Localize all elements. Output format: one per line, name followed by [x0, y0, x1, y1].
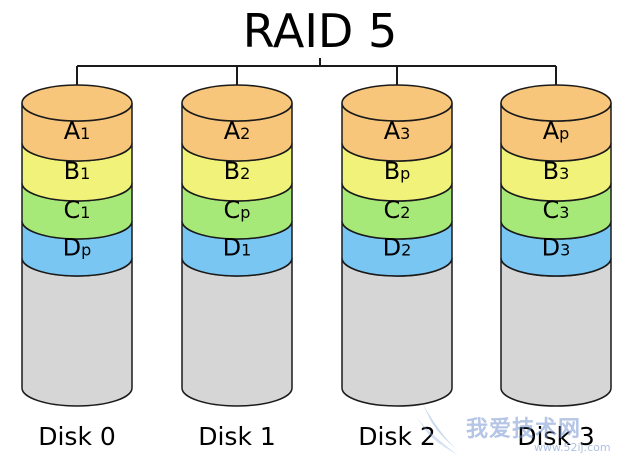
disk-label-0: Disk 0: [38, 422, 116, 451]
block-letter: B: [543, 157, 559, 185]
block-label-c3: C3: [543, 196, 570, 224]
block-letter: A: [224, 117, 241, 145]
block-label-d2: D2: [383, 234, 412, 262]
block-label-b3: B3: [543, 157, 570, 185]
block-letter: C: [543, 196, 560, 224]
disk-label-3: Disk 3: [517, 422, 595, 451]
disk-label-1: Disk 1: [198, 422, 276, 451]
disk-top-cap: [341, 84, 453, 122]
disk-empty-space: [341, 257, 453, 407]
block-index: 2: [240, 124, 250, 143]
block-letter: D: [383, 234, 401, 262]
block-letter: D: [542, 234, 560, 262]
block-index: 1: [80, 203, 90, 222]
diagram-title: RAID 5: [242, 4, 398, 58]
block-label-d1: D1: [223, 234, 252, 262]
block-letter: D: [63, 234, 81, 262]
block-index: 3: [559, 203, 569, 222]
block-index: p: [559, 124, 569, 143]
disk-top-cap: [181, 84, 293, 122]
block-letter: A: [543, 117, 560, 145]
block-index: 3: [560, 241, 570, 260]
block-index: p: [400, 164, 410, 183]
block-letter: C: [384, 196, 401, 224]
block-letter: C: [224, 196, 241, 224]
block-label-bp: Bp: [384, 157, 411, 185]
block-label-ap: Ap: [543, 117, 570, 145]
disk-top-cap: [21, 84, 133, 122]
block-index: 3: [400, 124, 410, 143]
block-letter: A: [384, 117, 401, 145]
block-letter: C: [64, 196, 81, 224]
block-label-b2: B2: [224, 157, 251, 185]
block-letter: B: [224, 157, 240, 185]
block-label-dp: Dp: [63, 234, 92, 262]
disk-empty-space: [181, 257, 293, 407]
block-index: p: [81, 241, 91, 260]
block-index: 1: [80, 164, 90, 183]
block-label-a1: A1: [64, 117, 91, 145]
block-letter: B: [384, 157, 400, 185]
block-letter: D: [223, 234, 241, 262]
watermark-text: 我爱技术网: [466, 417, 582, 442]
block-label-d3: D3: [542, 234, 571, 262]
block-letter: B: [64, 157, 80, 185]
block-index: 2: [240, 164, 250, 183]
block-label-a3: A3: [384, 117, 411, 145]
block-index: 1: [80, 124, 90, 143]
block-letter: A: [64, 117, 81, 145]
block-label-c2: C2: [384, 196, 411, 224]
block-index: 1: [241, 241, 251, 260]
disk-top-cap: [500, 84, 612, 122]
block-label-b1: B1: [64, 157, 91, 185]
block-label-a2: A2: [224, 117, 251, 145]
watermark: 我爱技术网 www.52ij.com: [414, 393, 634, 463]
disk-label-2: Disk 2: [358, 422, 436, 451]
watermark-wing-icon: [416, 403, 462, 455]
block-index: p: [240, 203, 250, 222]
block-label-cp: Cp: [224, 196, 251, 224]
block-index: 2: [401, 241, 411, 260]
block-index: 3: [559, 164, 569, 183]
watermark-url: www.52ij.com: [534, 441, 611, 454]
block-label-c1: C1: [64, 196, 91, 224]
block-index: 2: [400, 203, 410, 222]
disk-empty-space: [21, 257, 133, 407]
disk-empty-space: [500, 257, 612, 407]
